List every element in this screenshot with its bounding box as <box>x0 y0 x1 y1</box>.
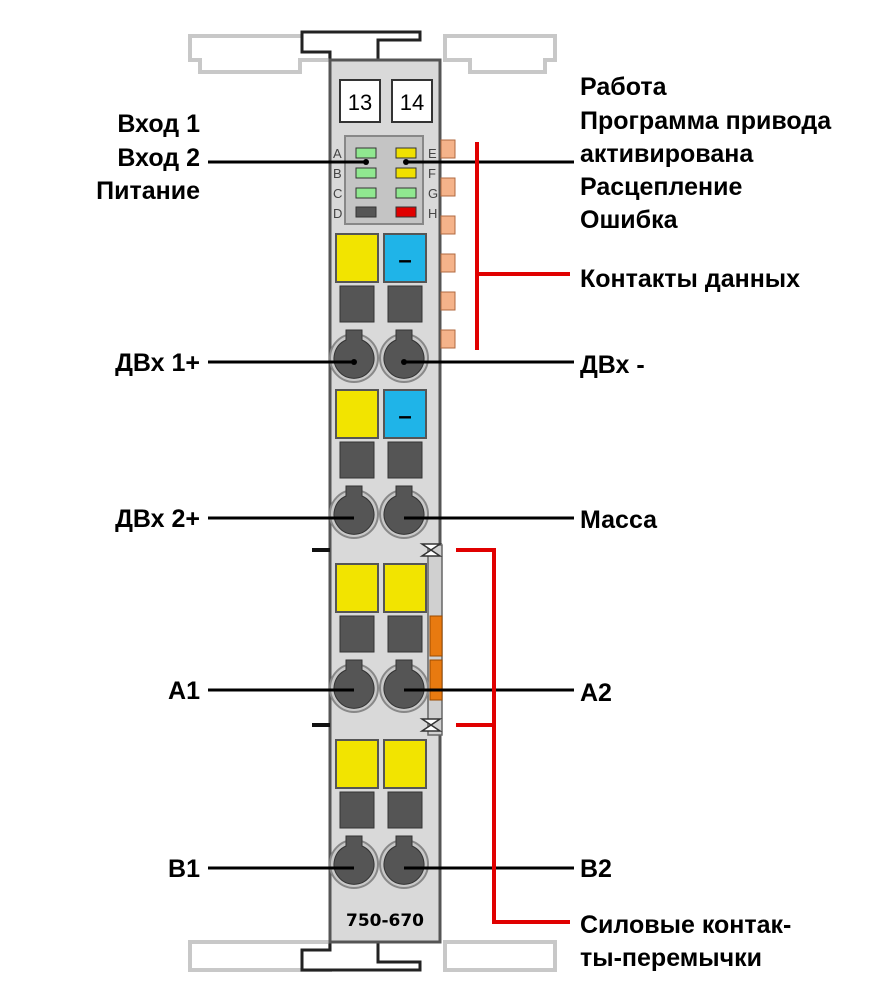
led-letter-d: D <box>333 206 342 221</box>
wire-hole <box>333 485 375 535</box>
blue-clamp-minus-2: – <box>398 403 411 430</box>
led-letter-f: F <box>428 166 436 181</box>
release-slot <box>339 615 375 653</box>
label-input1: Вход 1 <box>117 110 200 138</box>
yellow-clamp-1 <box>335 233 379 283</box>
yellow-clamp-2 <box>335 389 379 439</box>
power-jumper-bracket <box>456 548 570 924</box>
leader-dot <box>363 159 369 165</box>
led-e <box>395 147 417 159</box>
wire-hole <box>383 485 425 535</box>
led-letters-right: E F G H <box>428 146 438 221</box>
data-contact <box>440 215 456 235</box>
release-slot <box>387 791 423 829</box>
wire-hole <box>333 659 375 709</box>
top-latch <box>300 30 422 62</box>
label-b2: B2 <box>580 855 612 883</box>
label-power-jumper-1: Силовые контак- <box>580 911 792 939</box>
led-letters-left: A B C D <box>333 146 342 221</box>
label-a2: A2 <box>580 679 612 707</box>
label-drive-program-activated: активирована <box>580 140 754 168</box>
leader-dot <box>403 159 409 165</box>
slot-box-14 <box>391 79 433 123</box>
led-letter-h: H <box>428 206 437 221</box>
led-letter-c: C <box>333 186 342 201</box>
label-power-jumper-2: ты-перемычки <box>580 944 763 972</box>
led-h <box>395 206 417 218</box>
release-slot <box>387 441 423 479</box>
label-a1: A1 <box>168 677 200 705</box>
led-letter-e: E <box>428 146 437 161</box>
slot-box-13 <box>339 79 381 123</box>
data-contact <box>440 139 456 159</box>
label-error: Ошибка <box>580 206 678 234</box>
release-slot <box>339 791 375 829</box>
label-dvx2-plus: ДВх 2+ <box>115 505 200 533</box>
yellow-clamp-3 <box>335 563 379 613</box>
leader-lines <box>208 160 574 870</box>
wire-hole <box>333 329 375 379</box>
yellow-clamp-5 <box>335 739 379 789</box>
blue-clamp-minus-1: – <box>398 247 411 274</box>
data-contact <box>440 177 456 197</box>
label-dvx1-plus: ДВх 1+ <box>115 349 200 377</box>
wire-hole <box>383 659 425 709</box>
power-jumper-contact <box>429 615 443 657</box>
label-ground: Масса <box>580 506 658 534</box>
label-b1: B1 <box>168 855 200 883</box>
led-letter-b: B <box>333 166 342 181</box>
label-dvx-minus: ДВх - <box>580 351 645 379</box>
power-jumper-contact <box>429 659 443 701</box>
label-input2: Вход 2 <box>117 144 200 172</box>
leader-dot <box>351 359 357 365</box>
led-c <box>355 187 377 199</box>
blue-clamp-2 <box>383 389 427 439</box>
wire-hole <box>333 835 375 885</box>
wire-hole <box>383 329 425 379</box>
yellow-clamp-4 <box>383 563 427 613</box>
label-operation: Работа <box>580 73 667 101</box>
slot-label-14: 14 <box>400 90 424 115</box>
yellow-clamp-6 <box>383 739 427 789</box>
label-release: Расцепление <box>580 173 743 201</box>
led-f <box>395 167 417 179</box>
model-number: 750-670 <box>346 911 424 931</box>
data-contacts <box>440 139 456 349</box>
release-slot <box>387 285 423 323</box>
leader-dot <box>401 359 407 365</box>
label-drive-program: Программа привода <box>580 107 832 135</box>
data-contact <box>440 253 456 273</box>
led-d <box>355 206 377 218</box>
led-b <box>355 167 377 179</box>
bottom-latch <box>300 940 422 972</box>
led-g <box>395 187 417 199</box>
release-slot <box>339 285 375 323</box>
slot-label-13: 13 <box>348 90 372 115</box>
blue-clamp-1 <box>383 233 427 283</box>
release-slot <box>387 615 423 653</box>
release-slot <box>339 441 375 479</box>
data-contact <box>440 329 456 349</box>
wire-hole <box>383 835 425 885</box>
led-a <box>355 147 377 159</box>
red-brackets <box>456 142 570 924</box>
label-power: Питание <box>96 177 200 205</box>
jumper-notch <box>419 718 443 732</box>
led-letter-g: G <box>428 186 438 201</box>
data-contact <box>440 291 456 311</box>
label-data-contacts: Контакты данных <box>580 265 801 293</box>
jumper-notch <box>419 543 443 557</box>
led-letter-a: A <box>333 146 342 161</box>
